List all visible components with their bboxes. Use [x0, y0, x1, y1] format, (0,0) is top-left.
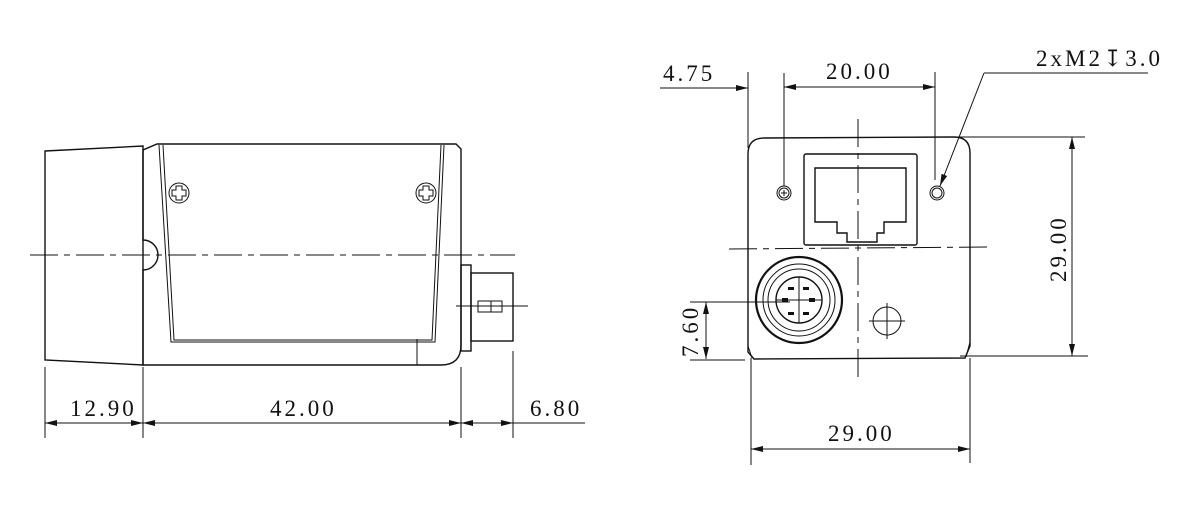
- screw-icon: [168, 182, 190, 204]
- center-line: [728, 246, 989, 250]
- screw-icon: [415, 182, 437, 204]
- rear-view: 4.75 20.00 2xM2↧3.0 29.00 7.60 29.00: [660, 46, 1163, 465]
- dimension-io-offset: 7.60: [678, 305, 703, 357]
- dimension-height: 29.00: [1046, 215, 1071, 282]
- ethernet-port: [803, 153, 918, 246]
- camera-body: [142, 143, 462, 366]
- dimension-edge-to-hole: 4.75: [663, 61, 715, 86]
- connector: [456, 264, 528, 352]
- mounting-hole-icon: [869, 303, 905, 339]
- dimension-lens-length: 12.90: [70, 396, 137, 421]
- side-panel: [158, 144, 445, 343]
- dimension-width: 29.00: [828, 421, 895, 446]
- screw-hole-icon: [776, 185, 792, 201]
- screw-hole-icon: [929, 185, 945, 201]
- thread-callout: 2xM2↧3.0: [1036, 46, 1163, 71]
- io-connector: [754, 255, 844, 345]
- dimension-connector-length: 6.80: [530, 396, 582, 421]
- side-view: 12.90 42.00 6.80: [30, 143, 585, 438]
- dimension-hole-spacing: 20.00: [826, 59, 893, 84]
- dimension-body-length: 42.00: [270, 396, 337, 421]
